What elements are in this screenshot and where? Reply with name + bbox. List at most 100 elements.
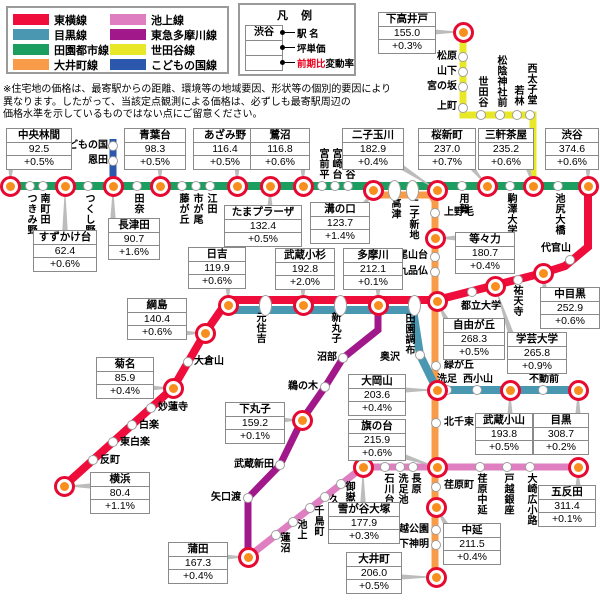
station-dot (553, 181, 563, 191)
price-box-change-rate: +0.6% (201, 275, 233, 287)
station-label: 反町 (100, 455, 120, 466)
station-dot (495, 110, 505, 120)
price-box-station-name: 菊名 (97, 358, 153, 372)
surveyed-station-ring (259, 175, 281, 197)
price-box-unit-price: 180.7 (456, 247, 514, 260)
surveyed-station-ring (102, 175, 124, 197)
legend-sample-station: 渋谷 (246, 26, 282, 41)
station-label: 池尻大橋 (553, 193, 564, 235)
station-label: 武蔵新田 (234, 459, 274, 470)
price-box-unit-price: 159.2 (226, 417, 284, 430)
line-color-swatch (110, 14, 146, 25)
disclaimer-note: ※住宅地の価格は、最寄駅からの距離、環境等の地域要因、形状等の個別的要因により … (3, 84, 391, 122)
price-box-station-name: 大岡山 (349, 375, 405, 389)
station-label: 用賀 (457, 193, 468, 214)
price-box-pointer (429, 29, 463, 35)
change-rate-caption: 前期比変動率 (296, 58, 354, 70)
surveyed-station-ring (237, 546, 259, 568)
transfer-station-oval (258, 294, 272, 316)
station-label: 山下 (437, 66, 457, 77)
price-box-change-rate: +2.0% (289, 276, 321, 288)
station-dot (38, 181, 48, 191)
station-label: 代官山 (541, 243, 571, 254)
price-box-station-name: すずかけ台 (34, 231, 96, 245)
price-box-station-name: 溝の口 (311, 203, 369, 217)
price-box-pointer (360, 467, 366, 507)
transfer-station-oval (333, 294, 347, 316)
station-label: 新丸子 (329, 312, 340, 344)
price-box-change-rate: +0.4% (469, 260, 501, 272)
station-label: 市が尾 (191, 193, 202, 225)
price-box-change-rate: +0.5% (247, 233, 279, 245)
station-label: 荏原町 (444, 480, 474, 491)
price-box-pointer (300, 164, 306, 186)
price-box-station-name: たまプラーザ (225, 206, 301, 220)
station-label: 宮の坂 (427, 81, 457, 92)
price-box-change-rate: +0.9% (521, 360, 553, 372)
price-box-unit-price: 311.4 (539, 500, 595, 513)
station-label: 洗足 (437, 374, 457, 385)
price-box-unit-price: 212.1 (344, 263, 402, 276)
surveyed-station-ring (292, 175, 314, 197)
station-dot (525, 110, 535, 120)
price-box-pointer (435, 235, 460, 241)
station-dot (243, 493, 253, 503)
station-dot (431, 540, 441, 550)
station-label: 宮崎台 (330, 148, 341, 180)
price-box-pointer (267, 186, 273, 210)
surveyed-station-ring (292, 294, 314, 316)
line-name-label: 東急多摩川線 (151, 29, 217, 42)
price-box-station-name: 中央林間 (7, 129, 71, 143)
price-box-unit-price: 235.2 (479, 143, 533, 156)
transfer-station-oval (405, 179, 419, 201)
price-box-station-name: 武蔵小山 (476, 414, 532, 428)
price-box-change-rate: +0.1% (357, 276, 389, 288)
legend-sample: 凡 例 渋谷 駅 名 坪単価 前期比変動率 (238, 3, 356, 76)
station-label: 都立大学 (461, 301, 501, 312)
price-box-unit-price: 167.3 (169, 557, 227, 570)
price-box-unit-price: 182.9 (343, 143, 403, 156)
price-box-unit-price: 80.4 (91, 487, 149, 500)
pointer-line (284, 32, 295, 33)
price-box-station-name: 大井町 (347, 553, 401, 567)
price-box-station-name: 蒲田 (169, 543, 227, 557)
station-dot (205, 181, 215, 191)
legend-sample-pointer-row: 前期比変動率 (279, 55, 354, 70)
price-box-station-name: 中延 (444, 524, 500, 538)
station-label: 松陰神社前 (495, 55, 506, 108)
station-label: 戸越公園 (389, 524, 429, 535)
price-box-unit-price: 374.6 (546, 143, 598, 156)
price-box-unit-price: 119.9 (189, 262, 245, 275)
surveyed-station-ring (452, 21, 474, 43)
station-dot (305, 503, 315, 513)
price-box-change-rate: +0.3% (391, 40, 423, 52)
price-box-pointer (495, 286, 515, 338)
station-dot (177, 181, 187, 191)
line-name-label: こどもの国線 (151, 59, 217, 72)
surveyed-station-ring (53, 475, 75, 497)
surveyed-station-ring (424, 227, 446, 249)
price-box-unit-price: 211.5 (444, 538, 500, 551)
price-box-change-rate: +0.4% (357, 156, 389, 168)
price-box-change-rate: +0.5% (458, 346, 490, 358)
line-color-legend: 東横線目黒線田園都市線大井町線池上線東急多摩川線世田谷線こどもの国線 (6, 6, 229, 74)
station-label: 蓮沼 (278, 532, 289, 553)
station-dot (458, 103, 468, 113)
legend-column: 東横線目黒線田園都市線大井町線 (13, 12, 110, 72)
station-dot (525, 462, 535, 472)
price-box-change-rate: +0.3% (348, 530, 380, 542)
station-dot (343, 181, 353, 191)
